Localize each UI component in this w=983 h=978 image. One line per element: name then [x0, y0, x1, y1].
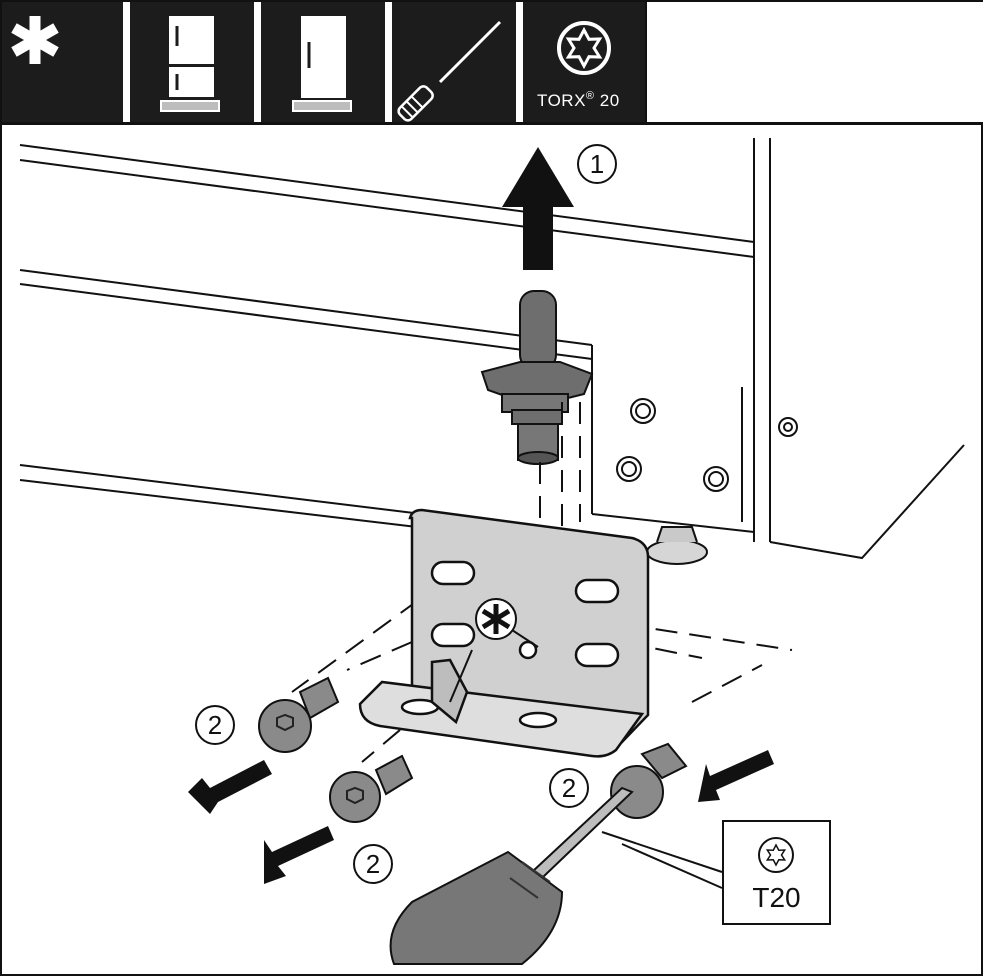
arrow-right: [698, 750, 774, 802]
header-blank: [645, 2, 983, 122]
lower-panel-bottom-2: [19, 479, 418, 528]
cabinet-bottom: [591, 513, 755, 533]
lower-panel-top: [19, 269, 593, 346]
screwdriver-icon: [397, 20, 502, 122]
hinge-bracket: [358, 508, 650, 758]
arrow-left-1: [188, 760, 272, 814]
torx-icon: [557, 21, 611, 75]
hinge-pin: [480, 290, 594, 465]
step-1-callout: 1: [577, 144, 617, 184]
step-2-callout-right: 2: [549, 768, 589, 808]
step-2-callout-middle: 2: [353, 844, 393, 884]
step-2-callout-left: 2: [195, 705, 235, 745]
tool-size-box: T20: [722, 820, 831, 925]
upper-door-edge: [19, 144, 755, 243]
screw-middle: [329, 754, 414, 823]
screw-right: [610, 742, 688, 819]
header-tile-fridge-freezer: [130, 2, 254, 122]
header-tile-fridge: [261, 2, 385, 122]
torx-size-label: TORX® 20: [537, 90, 620, 110]
lift-arrow: [502, 147, 574, 270]
asterisk-callout-icon: [475, 598, 517, 640]
lower-panel-top-inner: [19, 283, 593, 360]
cabinet-bottom-right: [769, 444, 965, 560]
lower-panel-bottom: [19, 464, 423, 515]
header-tile-asterisk: [2, 2, 123, 122]
upper-door-edge-inner: [19, 159, 755, 258]
screw-left: [258, 676, 340, 753]
tool-header-bar: TORX® 20: [2, 2, 983, 125]
arrow-left-2: [264, 826, 334, 884]
header-tile-torx: TORX® 20: [523, 2, 645, 122]
fridge-freezer-icon: [160, 16, 220, 112]
fridge-icon: [292, 16, 352, 112]
torx-icon: [758, 837, 794, 873]
header-tile-screwdriver: [392, 2, 516, 122]
tool-size-text: T20: [752, 882, 801, 913]
asterisk-icon: [11, 16, 59, 64]
screwdriver: [389, 786, 634, 965]
